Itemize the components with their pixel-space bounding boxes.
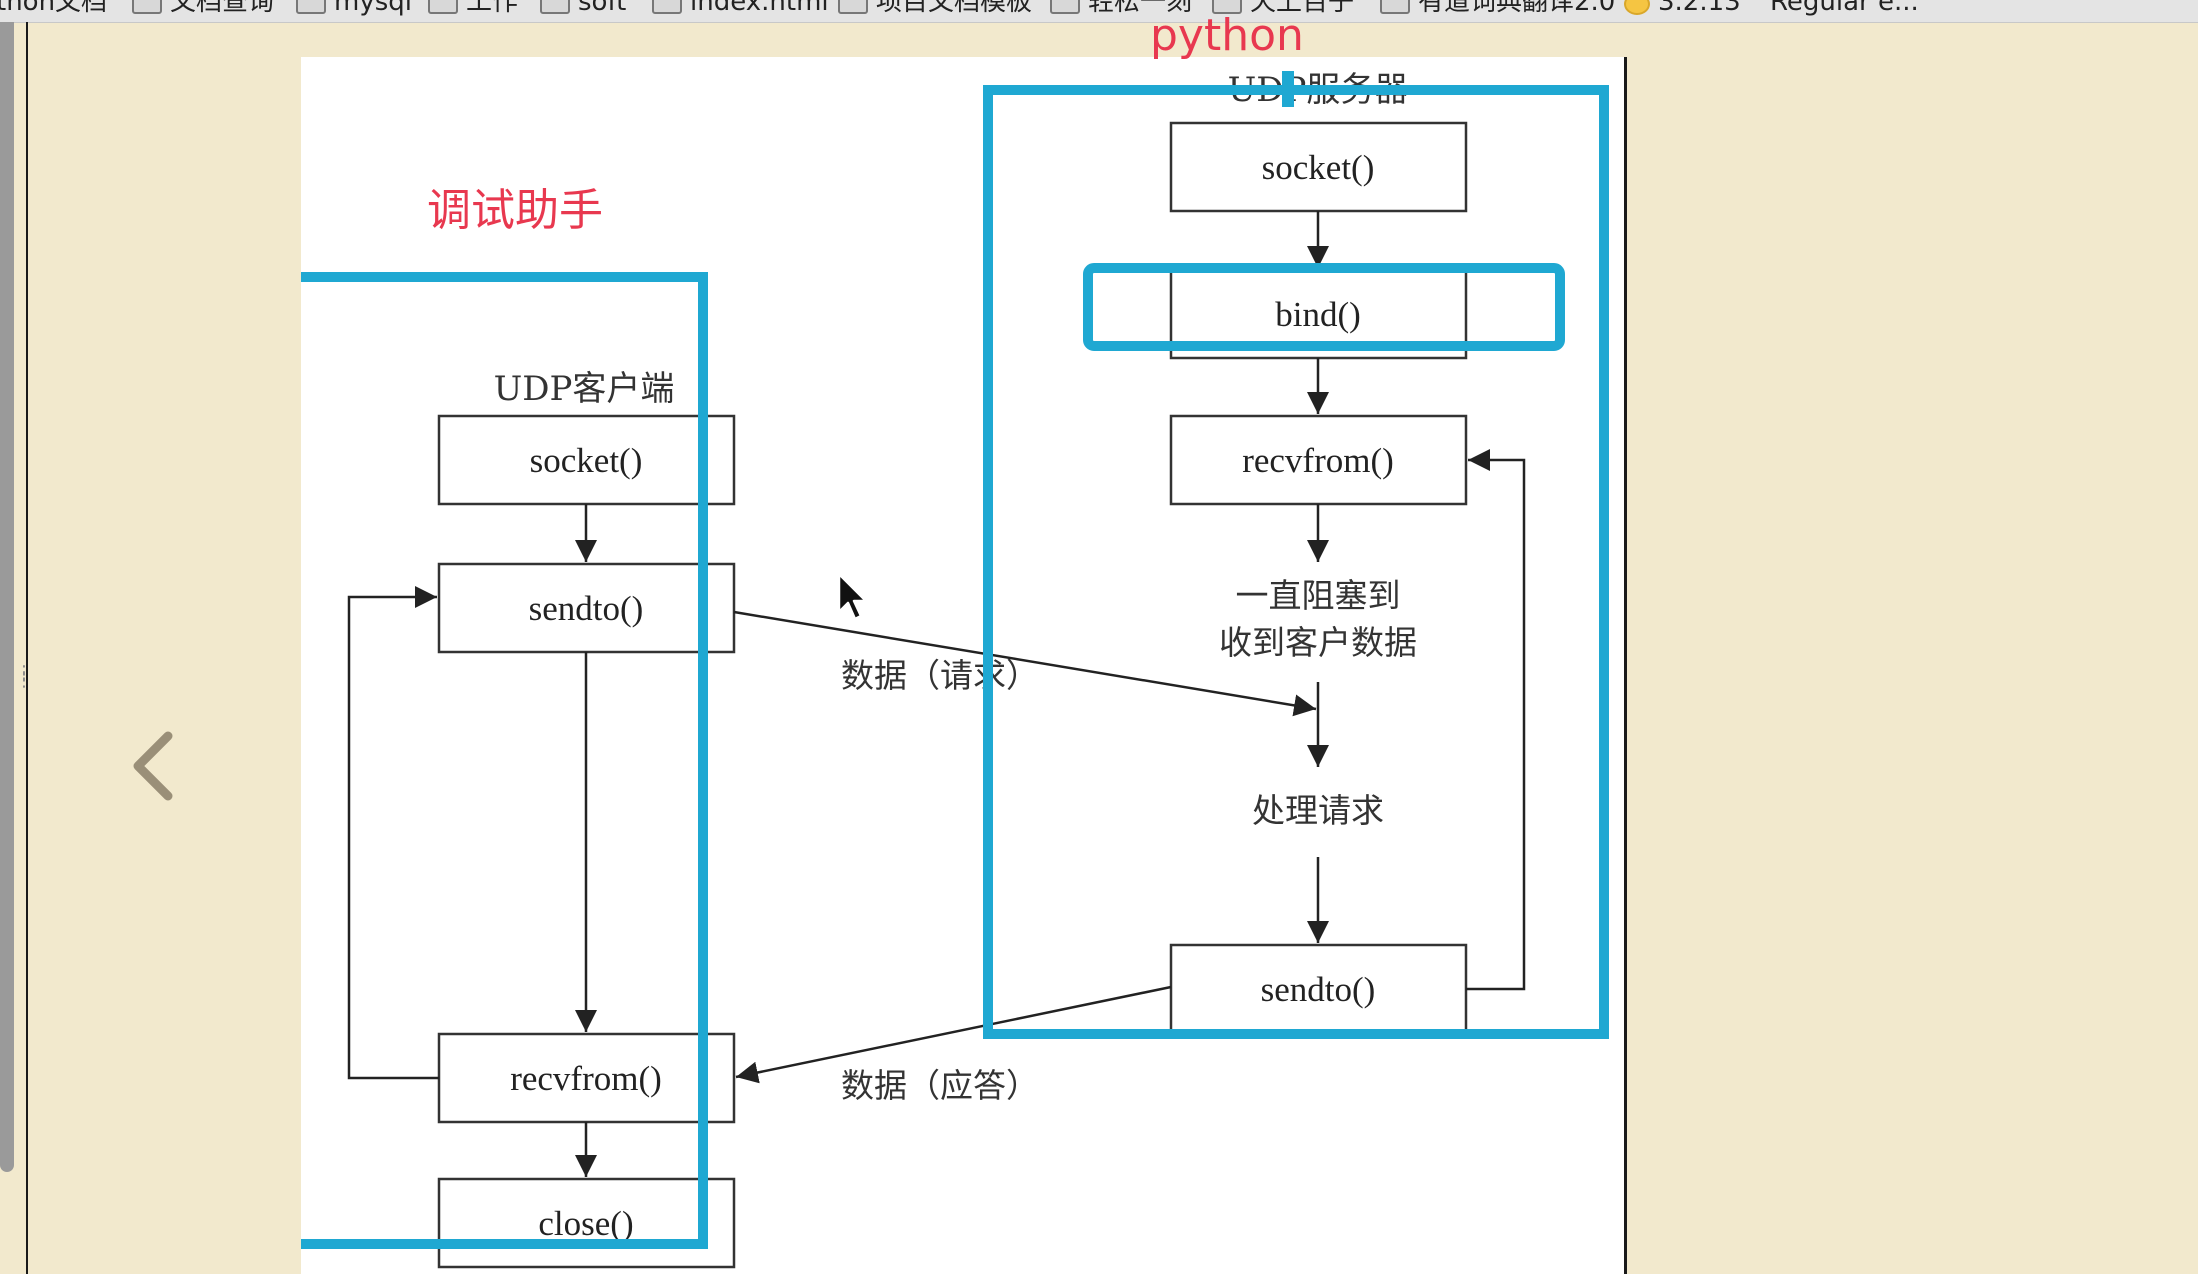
node-box [1169,121,1468,213]
client-socket-node: socket() [437,414,736,506]
blocking-text: 一直阻塞到 [1236,576,1401,615]
page-icon [1380,0,1410,14]
node-box [437,1177,736,1269]
bookmark-item[interactable]: Regular e... [1770,0,1919,18]
node-label: close() [538,1204,633,1243]
bookmark-item[interactable]: index.html [652,0,829,18]
node-label: sendto() [1261,970,1376,1009]
client-recvfrom-node: recvfrom() [437,1032,736,1124]
bookmark-item[interactable]: 有道词典翻译2.0 [1380,0,1615,18]
bookmark-item[interactable]: soft [540,0,626,18]
folder-icon [540,0,570,14]
blocking-text: 收到客户数据 [1219,623,1417,662]
bookmark-item[interactable]: 3.2.13 [1624,0,1741,18]
node-box [1169,414,1468,506]
resize-grip-icon[interactable]: ⋮⋮ [15,662,33,690]
client-highlight-box [301,272,708,1249]
node-label: bind() [1275,295,1361,334]
reply-arrow [735,985,1172,1084]
request-arrow [733,610,1317,717]
client-sendto-node: sendto() [437,562,736,654]
chevron-left-icon[interactable] [128,730,180,802]
process-text: 处理请求 [1252,791,1384,830]
node-label: socket() [530,441,643,480]
bookmark-item[interactable]: 项目文档模板 [838,0,1032,18]
node-box [437,562,736,654]
bind-highlight-box [1083,263,1565,351]
server-sendto-node: sendto() [1169,943,1468,1035]
bookmark-favicon-icon [1624,0,1650,15]
request-label: 数据（请求） [841,656,1039,695]
bookmark-item[interactable]: 天上百子 [1212,0,1354,18]
node-label: recvfrom() [510,1059,662,1098]
node-label: sendto() [529,589,644,628]
divider [1624,57,1627,1274]
bookmarks-bar: thon文档 文档查询 mysql 工作 soft index.html 项目文… [0,0,2198,23]
client-annotation: 调试助手 [427,185,603,236]
bookmark-label: 工作 [466,0,519,17]
bookmark-label: mysql [334,0,412,17]
bookmark-item[interactable]: 文档查询 [132,0,274,18]
folder-icon [132,0,162,14]
node-box [1169,943,1468,1035]
loop-arrow [1466,449,1526,991]
bookmark-label: 3.2.13 [1658,0,1741,17]
bookmark-label: Regular e... [1770,0,1919,17]
folder-icon [1212,0,1242,14]
bookmark-label: 项目文档模板 [876,0,1033,17]
diagram-image: UDP客户端 socket() sendto() recvfrom() clos… [301,57,1625,1274]
bookmark-label: soft [578,0,627,17]
bookmark-label: index.html [690,0,829,17]
bookmark-label: 文档查询 [170,0,275,17]
folder-icon [296,0,326,14]
bookmark-label: 天上百子 [1250,0,1355,17]
mouse-cursor-icon [837,572,868,621]
node-box [437,414,736,506]
book-icon [652,0,682,14]
client-title: UDP客户端 [494,369,675,409]
bookmark-label: thon文档 [0,0,108,17]
bookmark-label: 有道词典翻译2.0 [1418,0,1616,17]
server-highlight-box [983,85,1609,1039]
loop-arrow [347,586,439,1080]
folder-icon [838,0,868,14]
scrollbar[interactable] [0,22,14,1172]
bookmark-item[interactable]: 轻松一刻 [1050,0,1192,18]
folder-icon [1050,0,1080,14]
bookmark-label: 轻松一刻 [1088,0,1193,17]
bookmark-item[interactable]: mysql [296,0,412,18]
client-close-node: close() [437,1177,736,1269]
node-label: socket() [1262,148,1375,187]
divider [26,22,28,1274]
node-box [437,1032,736,1124]
reply-label: 数据（应答） [841,1066,1039,1105]
bookmark-item[interactable]: 工作 [428,0,518,18]
server-socket-node: socket() [1169,121,1468,213]
node-label: recvfrom() [1242,441,1394,480]
bookmark-item[interactable]: thon文档 [0,0,107,18]
server-annotation: python [1150,10,1304,61]
server-recvfrom-node: recvfrom() [1169,414,1468,506]
folder-icon [428,0,458,14]
